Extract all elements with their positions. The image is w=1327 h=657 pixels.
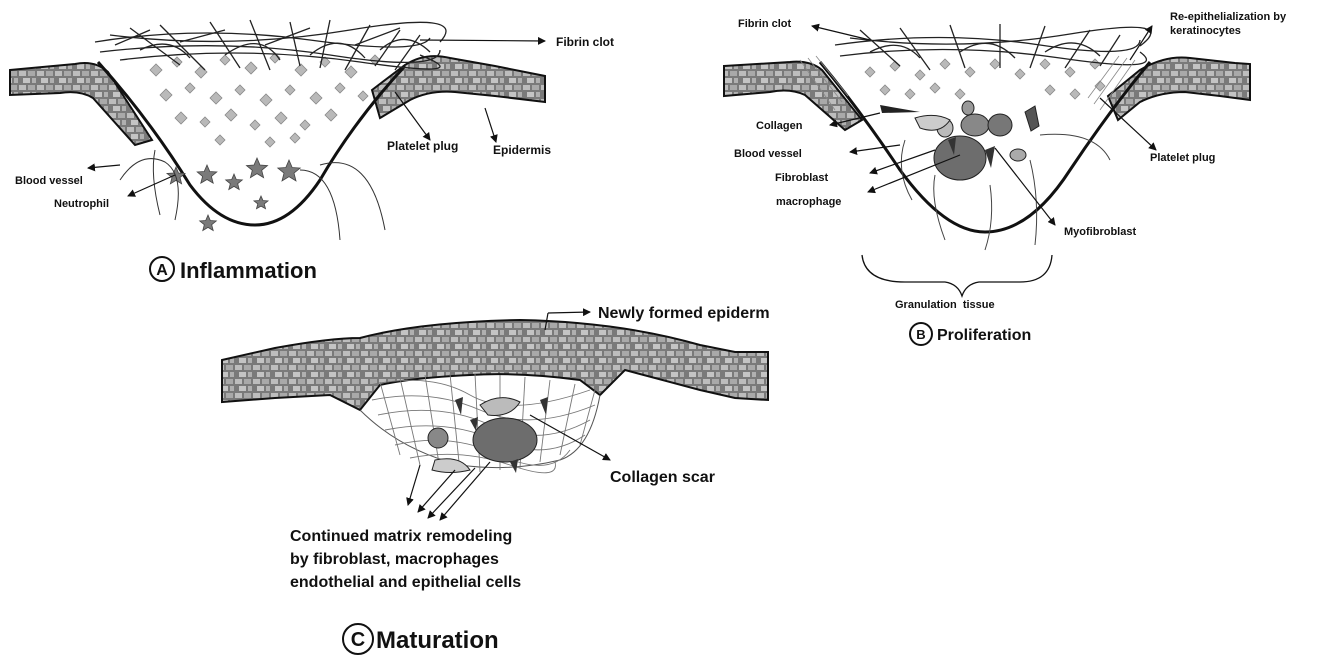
label-c-collagen-scar: Collagen scar xyxy=(610,469,715,486)
label-b-myofibroblast: Myofibroblast xyxy=(1064,226,1136,238)
label-b-collagen: Collagen xyxy=(756,120,803,132)
label-c-remodel-3: endothelial and epithelial cells xyxy=(290,574,521,591)
label-b-fibrin-clot: Fibrin clot xyxy=(738,18,792,30)
label-b-platelet-plug: Platelet plug xyxy=(1150,152,1215,164)
label-b-macrophage: macrophage xyxy=(776,196,841,208)
label-a-platelet-plug: Platelet plug xyxy=(387,139,458,153)
panel-a-title: Inflammation xyxy=(180,258,317,283)
panel-a: Fibrin clot Platelet plug Epidermis Bloo… xyxy=(10,20,614,283)
label-a-neutrophil: Neutrophil xyxy=(54,198,109,210)
platelets xyxy=(150,53,380,147)
label-a-blood-vessel: Blood vessel xyxy=(15,175,83,187)
panel-c-letter: C xyxy=(351,629,365,651)
panel-c: Newly formed epiderm Collagen scar Conti… xyxy=(222,305,770,654)
panel-b-title: Proliferation xyxy=(937,327,1031,344)
granulation-brace xyxy=(862,255,1052,296)
cells-c xyxy=(428,397,548,473)
label-b-blood-vessel: Blood vessel xyxy=(734,148,802,160)
label-b-reepi-2: keratinocytes xyxy=(1170,25,1241,37)
label-b-granulation: Granulation tissue xyxy=(895,299,995,311)
collagen-mesh xyxy=(370,374,595,473)
fibrin-mesh xyxy=(95,20,446,70)
label-b-fibroblast: Fibroblast xyxy=(775,172,829,184)
panel-b: Fibrin clot Re-epithelialization by kera… xyxy=(724,11,1287,345)
label-b-reepi-1: Re-epithelialization by xyxy=(1170,11,1287,23)
panel-c-title: Maturation xyxy=(376,627,499,654)
cells-b xyxy=(880,101,1039,180)
panel-a-letter: A xyxy=(156,262,168,279)
blood-vessels xyxy=(120,150,385,240)
wound-bed xyxy=(98,62,405,225)
panel-b-letter: B xyxy=(916,327,925,342)
label-c-remodel-1: Continued matrix remodeling xyxy=(290,528,512,545)
epidermis-left xyxy=(10,63,152,145)
label-a-fibrin-clot: Fibrin clot xyxy=(556,35,614,49)
platelets-b xyxy=(865,59,1105,99)
label-c-remodel-2: by fibroblast, macrophages xyxy=(290,551,499,568)
label-a-epidermis: Epidermis xyxy=(493,143,551,157)
label-c-newly-formed: Newly formed epiderm xyxy=(598,305,770,322)
epidermis-c xyxy=(222,320,768,410)
